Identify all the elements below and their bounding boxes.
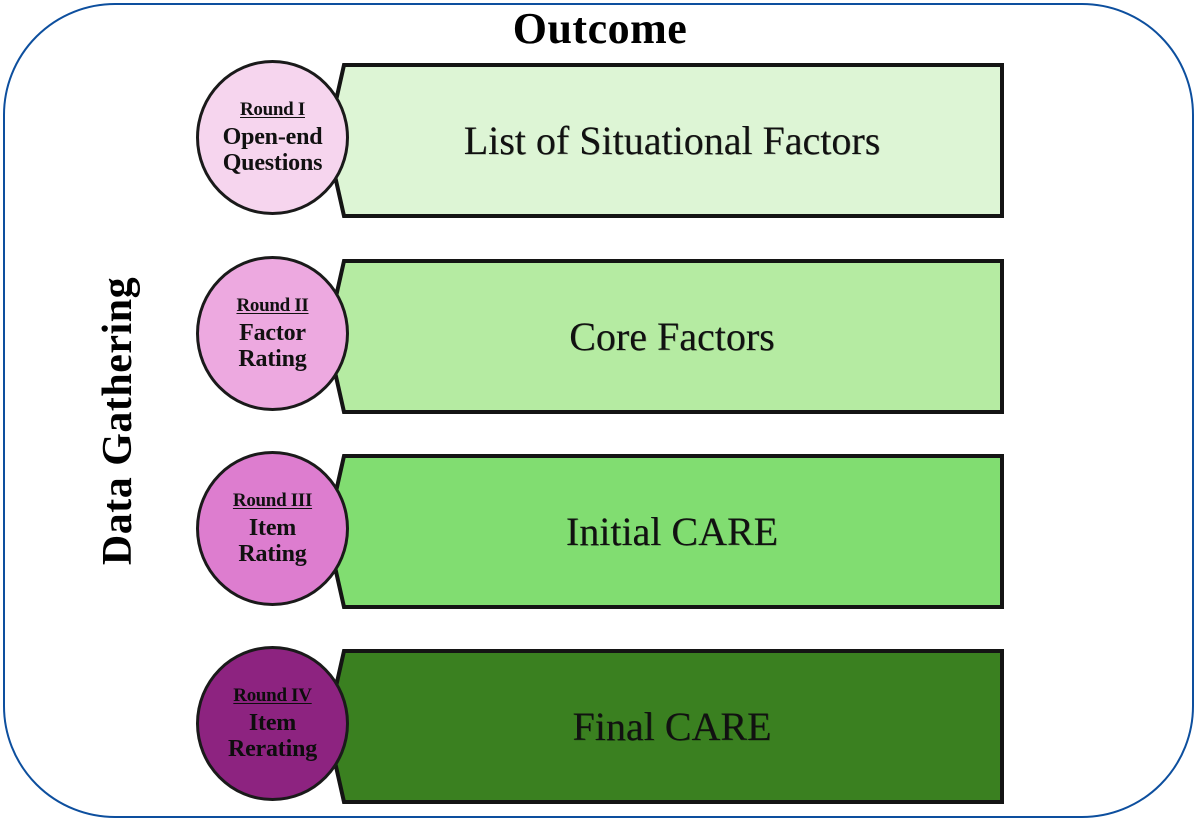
round-node[interactable]: Round III Item Rating [196,451,349,606]
outcome-banner[interactable]: Core Factors [324,259,1004,414]
round-label: Round I [240,98,305,120]
round-activity-label: Item Rating [238,514,307,567]
round-activity-label: Open-end Questions [222,123,323,176]
round-node[interactable]: Round II Factor Rating [196,256,349,411]
axis-label-data-gathering: Data Gathering [95,276,141,566]
outcome-label: List of Situational Factors [463,118,881,163]
outcome-label: Final CARE [572,704,772,749]
round-label: Round III [232,489,313,511]
round-node[interactable]: Round I Open-end Questions [196,60,349,215]
page-title: Outcome [512,4,688,53]
outcome-banner[interactable]: List of Situational Factors [324,63,1004,218]
outcome-banner[interactable]: Initial CARE [324,454,1004,609]
round-node[interactable]: Round IV Item Rerating [196,646,349,801]
outcome-label: Core Factors [569,314,775,359]
outcome-banner[interactable]: Final CARE [324,649,1004,804]
outcome-label: Initial CARE [565,509,779,554]
round-activity-label: Item Rerating [227,709,318,762]
round-activity-label: Factor Rating [238,319,307,372]
process-row: Final CARE Round IV Item Rerating [196,646,1016,806]
process-row: Initial CARE Round III Item Rating [196,451,1016,611]
round-label: Round II [236,294,309,316]
process-row: Core Factors Round II Factor Rating [196,256,1016,416]
process-row: List of Situational Factors Round I Open… [196,60,1016,220]
round-label: Round IV [233,684,312,706]
